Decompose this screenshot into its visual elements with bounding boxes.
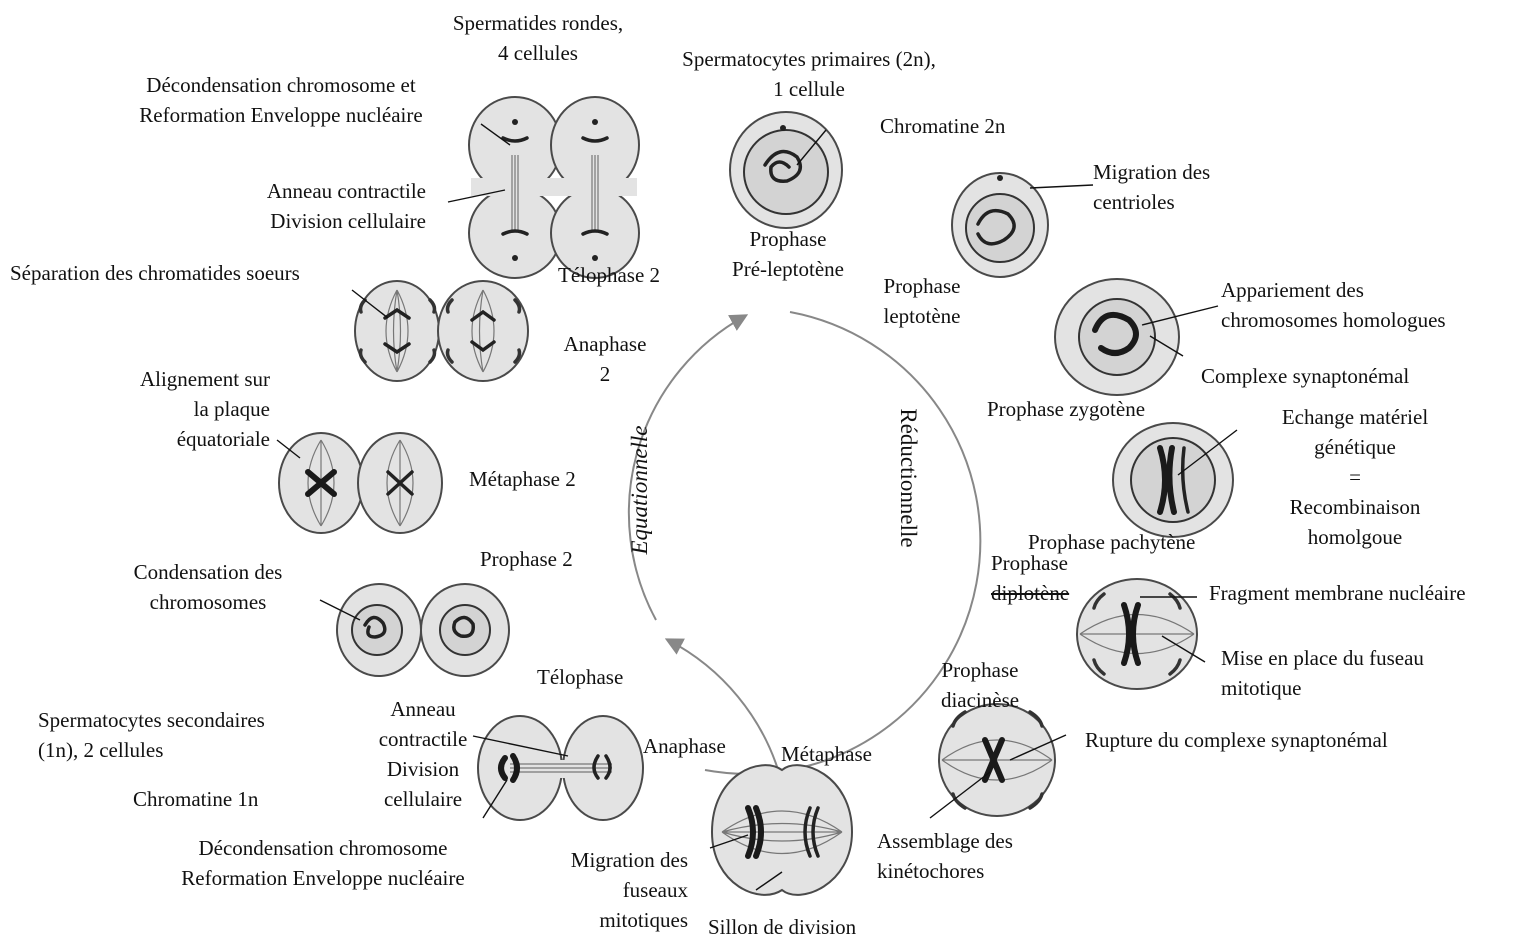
label-decondensation-bottom: Décondensation chromosome Reformation En…	[140, 833, 506, 893]
label-spermatides: Spermatides rondes, 4 cellules	[400, 8, 676, 68]
prophase-pachytene-cell	[1113, 423, 1233, 537]
label-sillon: Sillon de division	[708, 912, 856, 942]
telophase-cells	[478, 716, 643, 820]
label-prophase-zygotene: Prophase zygotène	[987, 394, 1145, 424]
telophase2-cells	[469, 97, 639, 278]
label-echange: Echange matériel génétique = Recombinais…	[1262, 402, 1448, 552]
label-metaphase: Métaphase	[781, 739, 872, 769]
prophase-zygotene-cell	[1055, 279, 1179, 395]
label-separation-chromatides: Séparation des chromatides soeurs	[10, 258, 300, 288]
label-prophase2: Prophase 2	[480, 544, 573, 574]
label-telophase: Télophase	[537, 662, 623, 692]
reductionnelle-label: Réductionnelle	[895, 408, 921, 547]
equationnelle-text: Equationnelle	[627, 425, 652, 554]
anaphase2-cells	[355, 281, 528, 381]
label-alignement: Alignement sur la plaque équatoriale	[60, 364, 270, 454]
label-chromatine-1n: Chromatine 1n	[133, 784, 258, 814]
label-complexe-synaptonemal: Complexe synaptonémal	[1201, 361, 1409, 391]
metaphase-anaphase-cell	[712, 765, 852, 895]
equationnelle-label: Equationnelle	[627, 425, 653, 554]
label-assemblage: Assemblage des kinétochores	[877, 826, 1013, 886]
label-migration-fuseaux: Migration des fuseaux mitotiques	[530, 845, 688, 935]
metaphase2-cells	[279, 433, 442, 533]
label-fragment-membrane: Fragment membrane nucléaire	[1209, 578, 1466, 608]
label-chromatine-2n: Chromatine 2n	[880, 111, 1005, 141]
prophase-leptotene-cell	[952, 173, 1048, 277]
prophase-diacinese-cell	[939, 704, 1055, 816]
label-anaphase: Anaphase	[643, 731, 726, 761]
label-condensation: Condensation des chromosomes	[110, 557, 306, 617]
label-spermatocytes-primaires: Spermatocytes primaires (2n), 1 cellule	[640, 44, 978, 104]
reductionnelle-text: Réductionnelle	[896, 408, 921, 547]
label-anaphase2: Anaphase 2	[545, 329, 665, 389]
label-prophase-diplotene: Prophase diplotène	[991, 548, 1069, 608]
label-mise-en-place: Mise en place du fuseau mitotique	[1221, 643, 1424, 703]
prophase-diplotene-cell	[1077, 579, 1197, 689]
label-anneau-bottom: Anneau contractile Division cellulaire	[350, 694, 496, 814]
label-prophase-diacinese: Prophase diacinèse	[920, 655, 1040, 715]
label-anneau-top: Anneau contractile Division cellulaire	[180, 176, 426, 236]
label-appariement: Appariement des chromosomes homologues	[1221, 275, 1446, 335]
prophase-preleptotene-cell	[730, 112, 842, 228]
label-migration-centrioles: Migration des centrioles	[1093, 157, 1210, 217]
label-rupture: Rupture du complexe synaptonémal	[1085, 725, 1388, 755]
label-prophase-preleptotene: Prophase Pré-leptotène	[700, 224, 876, 284]
label-telophase2: Télophase 2	[558, 260, 660, 290]
label-decondensation-top: Décondensation chromosome et Reformation…	[100, 70, 462, 130]
label-metaphase2: Métaphase 2	[469, 464, 576, 494]
label-prophase-leptotene: Prophase leptotène	[864, 271, 980, 331]
label-spermatocytes-secondaires: Spermatocytes secondaires (1n), 2 cellul…	[38, 705, 265, 765]
prophase2-cells	[337, 584, 509, 676]
